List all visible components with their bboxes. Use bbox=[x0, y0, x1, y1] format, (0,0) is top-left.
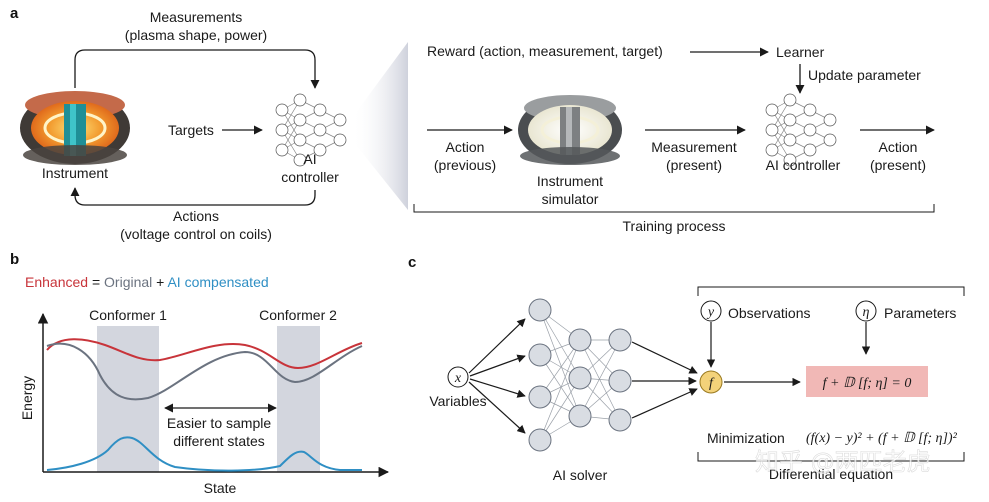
equation-box bbox=[806, 366, 928, 397]
easier-label: Easier to sample bbox=[167, 415, 271, 431]
ai-solver-network bbox=[528, 298, 632, 452]
measurements-arrow bbox=[74, 49, 320, 89]
ai-solver-label: AI solver bbox=[553, 467, 608, 483]
output-arrows bbox=[631, 341, 698, 419]
ai-compensated-curve bbox=[46, 436, 362, 472]
easier-sublabel: different states bbox=[173, 433, 265, 449]
legend: Enhanced = Original + AI compensated bbox=[25, 274, 269, 290]
ai-controller-network bbox=[275, 93, 347, 167]
differential-equation-label: Differential equation bbox=[769, 466, 893, 482]
legend-plus: + bbox=[152, 274, 167, 290]
y-symbol: y bbox=[706, 305, 715, 320]
conformer1-label: Conformer 1 bbox=[89, 307, 167, 323]
minimization-label: Minimization bbox=[707, 430, 785, 446]
ai-controller-label: AI bbox=[303, 151, 316, 167]
action-previous-label: Action bbox=[446, 139, 485, 155]
simulator-label: Instrument bbox=[537, 173, 603, 189]
training-bracket bbox=[413, 204, 935, 213]
update-parameter-label: Update parameter bbox=[808, 67, 921, 83]
measurements-label: Measurements bbox=[150, 9, 243, 25]
targets-label: Targets bbox=[168, 122, 214, 138]
conformer2-region bbox=[277, 326, 320, 472]
x-axis-label: State bbox=[204, 480, 237, 496]
f-symbol: f bbox=[709, 376, 715, 391]
measurements-sublabel: (plasma shape, power) bbox=[125, 27, 267, 43]
action-present-sublabel: (present) bbox=[870, 157, 926, 173]
panel-c-label: c bbox=[408, 254, 416, 271]
instrument-label: Instrument bbox=[42, 165, 108, 181]
bottom-bracket bbox=[697, 452, 965, 462]
conformer2-label: Conformer 2 bbox=[259, 307, 337, 323]
enhanced-curve bbox=[46, 338, 363, 370]
y-axis-label: Energy bbox=[19, 376, 35, 420]
input-arrows bbox=[468, 318, 526, 434]
variables-label: Variables bbox=[429, 393, 486, 409]
instrument-simulator-icon bbox=[518, 95, 622, 165]
panel-b-label: b bbox=[10, 251, 19, 268]
legend-ai-compensated: AI compensated bbox=[167, 274, 268, 290]
zoom-beam bbox=[352, 42, 408, 210]
watermark: 知乎 @两匹老虎 bbox=[755, 448, 931, 476]
eta-symbol: η bbox=[863, 305, 870, 320]
x-variable-node bbox=[447, 366, 469, 388]
eta-parameter-node bbox=[855, 300, 877, 322]
f-node bbox=[699, 370, 723, 394]
measurement-present-label: Measurement bbox=[651, 139, 737, 155]
observations-label: Observations bbox=[728, 305, 810, 321]
ai-controller-right-label: AI controller bbox=[766, 157, 841, 173]
action-previous-sublabel: (previous) bbox=[434, 157, 496, 173]
actions-sublabel: (voltage control on coils) bbox=[120, 226, 272, 242]
equation: f + 𝔻 [f; η] = 0 bbox=[823, 376, 912, 391]
measurement-present-sublabel: (present) bbox=[666, 157, 722, 173]
original-curve bbox=[46, 342, 363, 401]
instrument-icon bbox=[20, 91, 130, 165]
actions-label: Actions bbox=[173, 208, 219, 224]
legend-enhanced: Enhanced bbox=[25, 274, 88, 290]
ai-controller-right-network bbox=[765, 93, 837, 167]
ai-controller-sublabel: controller bbox=[281, 169, 339, 185]
panel-a-label: a bbox=[10, 5, 19, 22]
training-process-label: Training process bbox=[623, 218, 726, 234]
x-symbol: x bbox=[454, 371, 462, 386]
minimization-formula: (f(x) − y)² + (f + 𝔻 [f; η])² bbox=[806, 431, 958, 446]
simulator-sublabel: simulator bbox=[542, 191, 599, 207]
reward-label: Reward (action, measurement, target) bbox=[427, 43, 663, 59]
learner-label: Learner bbox=[776, 44, 825, 60]
parameters-label: Parameters bbox=[884, 305, 956, 321]
top-bracket bbox=[697, 286, 965, 296]
legend-original: Original bbox=[104, 274, 152, 290]
actions-arrow bbox=[70, 187, 316, 206]
legend-equals: = bbox=[88, 274, 104, 290]
action-present-label: Action bbox=[879, 139, 918, 155]
y-observation-node bbox=[700, 300, 722, 322]
